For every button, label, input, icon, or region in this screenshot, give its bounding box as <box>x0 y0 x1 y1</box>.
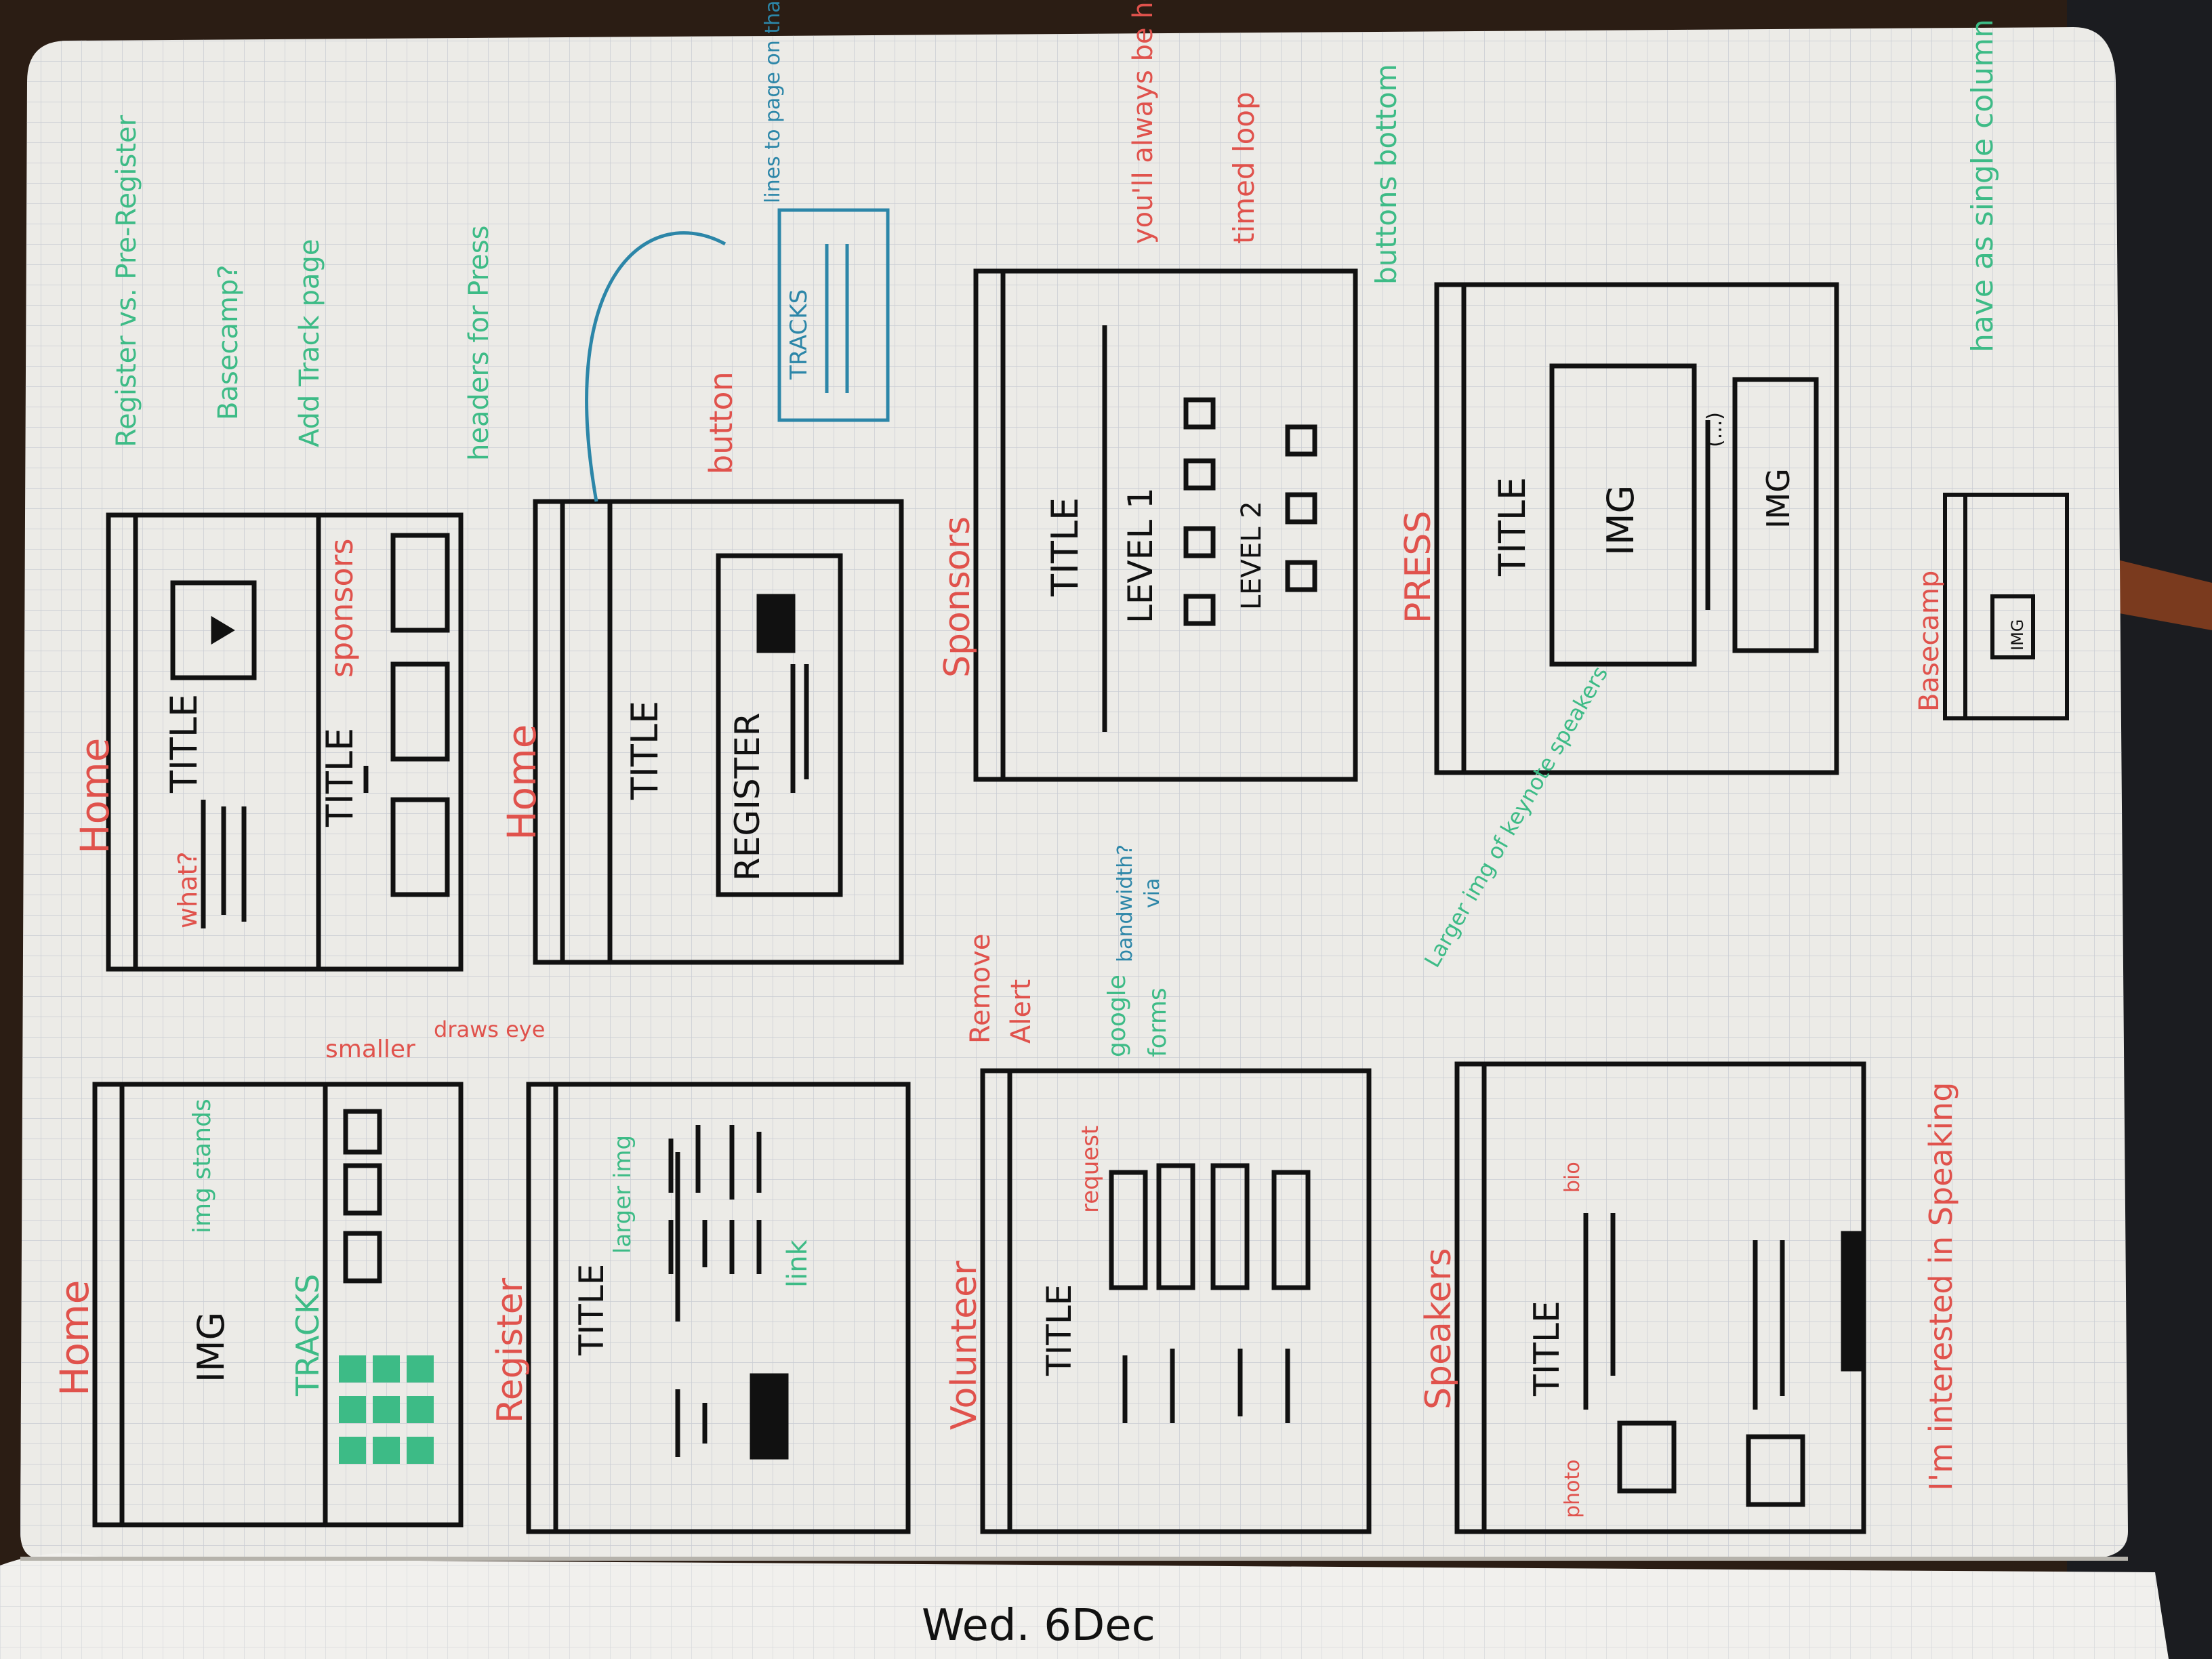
basecamp-img: IMG <box>2008 619 2027 651</box>
level2-label: LEVEL 2 <box>1236 501 1267 610</box>
sponsors-label: sponsors <box>323 539 360 678</box>
press-title: TITLE <box>1491 477 1534 577</box>
smaller-note: smaller <box>325 1036 415 1063</box>
track-link-arrow <box>585 231 726 502</box>
notebook-page <box>0 27 2169 1659</box>
google-note: google <box>1103 975 1131 1057</box>
press-img2: IMG <box>1760 468 1797 529</box>
register-button-label: REGISTER <box>728 713 767 881</box>
volunteer-label: Volunteer <box>944 1261 985 1430</box>
wireframe-home-a <box>106 512 464 972</box>
link-note: link <box>782 1239 813 1288</box>
via-note: via <box>1141 878 1164 908</box>
remove-note: Remove <box>965 934 996 1044</box>
basecamp-note: have as single column <box>1965 19 2000 352</box>
wireframe-press <box>1434 282 1839 775</box>
larger-img-note: larger img <box>609 1135 636 1254</box>
wireframe-basecamp <box>1943 493 2069 720</box>
request-note: request <box>1077 1126 1104 1213</box>
pencil-object <box>2101 556 2212 630</box>
bio-note: bio <box>1561 1162 1584 1193</box>
register-vs-note: Register vs. Pre-Register <box>111 115 142 447</box>
wireframe-register <box>526 1082 911 1534</box>
press-ellipsis: (...) <box>1703 412 1727 447</box>
speakers-title: TITLE <box>1527 1300 1568 1397</box>
home-b-tracks: TRACKS <box>289 1274 326 1397</box>
sponsors-title: TITLE <box>1044 497 1086 597</box>
wireframe-speakers <box>1454 1061 1866 1534</box>
home-c-label: Home <box>499 724 545 840</box>
home-b-title: TITLE <box>319 728 361 827</box>
press-label: PRESS <box>1398 511 1439 623</box>
home-b-img: IMG <box>190 1312 232 1382</box>
home-a-title: TITLE <box>163 694 205 794</box>
press-img: IMG <box>1599 485 1642 556</box>
basecamp-label: Basecamp <box>1914 571 1945 712</box>
register-title: TITLE <box>572 1264 611 1356</box>
register-label: Register <box>490 1277 531 1423</box>
bandwidth-note: bandwidth? <box>1113 844 1137 962</box>
wireframe-home-c <box>533 499 904 965</box>
img-stands-note: img stands <box>188 1099 216 1233</box>
wireframe-home-b <box>92 1082 464 1528</box>
tracks-green-grid <box>339 1355 434 1464</box>
speakers-label: Speakers <box>1418 1248 1459 1410</box>
wireframe-volunteer <box>980 1068 1372 1534</box>
interest-note: I'm interested in Speaking <box>1923 1082 1959 1491</box>
date-note: Wed. 6Dec <box>922 1601 1155 1651</box>
tracks-panel-label: TRACKS <box>785 289 813 380</box>
headers-note: headers for Press <box>464 226 495 461</box>
timed-loop-note: timed loop <box>1227 91 1261 244</box>
forms-note: forms <box>1144 987 1172 1057</box>
home-c-title: TITLE <box>623 701 666 800</box>
draws-eye-note: draws eye <box>434 1017 545 1042</box>
home-a-what: what? <box>173 851 203 928</box>
basecamp-note: Basecamp? <box>213 265 244 421</box>
photo-note: photo <box>1561 1459 1584 1518</box>
wireframe-sponsors <box>973 268 1358 782</box>
always-note: you'll always be here <box>1128 0 1159 244</box>
button-note: button <box>703 371 739 474</box>
home-b-label: Home <box>52 1280 98 1396</box>
add-tracks-note: Add Track page <box>294 239 325 447</box>
tracks-note: lines to page on that track <box>761 0 785 203</box>
buttons-bottom-note: buttons bottom <box>1370 64 1403 285</box>
alert-note: Alert <box>1006 979 1037 1044</box>
tracks-panel <box>777 208 890 422</box>
level1-label: LEVEL 1 <box>1121 487 1160 623</box>
volunteer-title: TITLE <box>1040 1284 1079 1376</box>
sponsors-page-label: Sponsors <box>937 516 978 678</box>
home-a-label: Home <box>72 738 118 854</box>
